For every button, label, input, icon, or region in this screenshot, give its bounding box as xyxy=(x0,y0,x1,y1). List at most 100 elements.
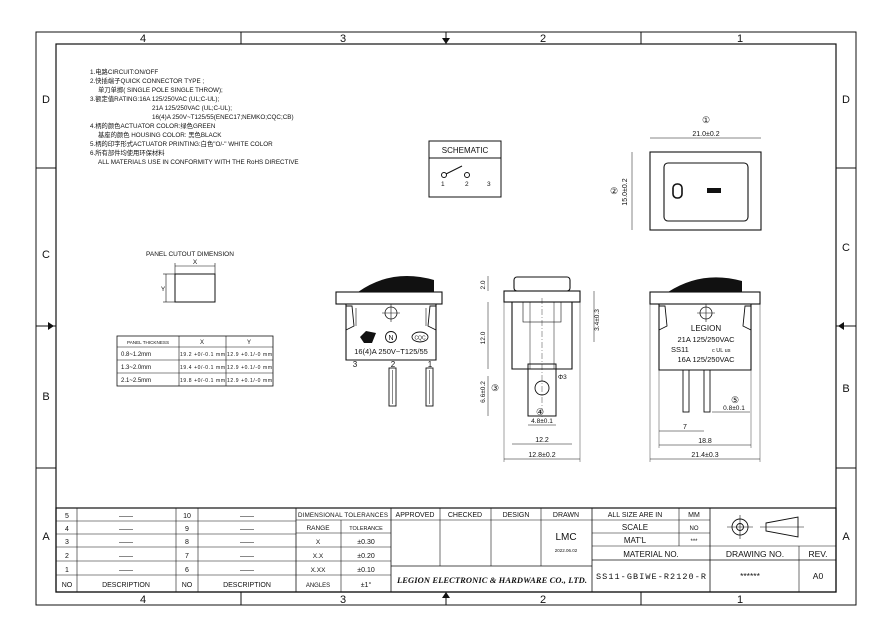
note-line: 3.额定值RATING:16A 125/250VAC (UL;C-UL); xyxy=(90,94,219,103)
balloon-3: ③ xyxy=(491,383,499,393)
dim-label: 18.8 xyxy=(698,438,712,445)
note-line: 6.所有部件均使用环保材料 xyxy=(90,148,165,157)
terminal xyxy=(703,369,711,413)
size-unit-label: ALL SIZE ARE IN xyxy=(608,512,663,519)
cutout-y-label: Y xyxy=(161,286,166,293)
drawing-no-label: DRAWING NO. xyxy=(726,549,784,559)
schematic-terminal-1 xyxy=(441,172,447,178)
revision-description: —— xyxy=(119,539,133,546)
snap-clip-right xyxy=(427,305,437,331)
title-block: 5 4 3 2 1 10 9 8 7 6 —— —— —— —— —— —— —… xyxy=(55,507,837,593)
revision-description: —— xyxy=(240,526,254,533)
revision-number: 7 xyxy=(185,553,189,560)
cqc-logo-icon xyxy=(411,331,429,343)
panel-thickness-table: PANEL THICKNESS X Y 0.8~1.2mm 19.2 +0/-0… xyxy=(116,335,274,387)
checked-label: CHECKED xyxy=(448,512,482,519)
drawn-date: 2022.06.02 xyxy=(555,548,578,553)
table-cell: 0.8~1.2mm xyxy=(121,352,151,358)
dim-label: 0.8±0.1 xyxy=(723,405,745,412)
balloon-5: ⑤ xyxy=(731,395,739,405)
side-actuator xyxy=(513,276,571,292)
schematic-title: SCHEMATIC xyxy=(442,146,489,155)
scale-value: NO xyxy=(690,526,699,532)
top-view: ① 21.0±0.2 ② 15.0±0.2 xyxy=(610,115,762,231)
schematic-pin-label: 3 xyxy=(487,181,491,188)
note-line: 16(4)A 250V~T125/55(ENEC17;NEMKO;CQC;CB) xyxy=(152,114,294,121)
terminal xyxy=(682,369,690,413)
table-cell: 1.3~2.0mm xyxy=(121,365,151,371)
description-header: DESCRIPTION xyxy=(223,582,271,589)
tolerance-header: TOLERANCE xyxy=(349,526,383,532)
tolerance-title: DIMENSIONAL TOLERANCES xyxy=(298,512,388,519)
drawn-by: LMC xyxy=(555,532,576,543)
schematic-pin-label: 2 xyxy=(465,181,469,188)
drawing-no: ****** xyxy=(740,571,761,581)
revision-description: —— xyxy=(240,567,254,574)
note-line: 1.电路CIRCUIT:ON/OFF xyxy=(90,67,158,76)
zone-bottom-3: 3 xyxy=(340,594,346,606)
tolerance-value: ±0.30 xyxy=(357,539,375,546)
nemko-logo-icon xyxy=(385,331,397,343)
revision-description: —— xyxy=(240,513,254,520)
revision-number: 4 xyxy=(65,526,69,533)
table-cell: 12.9 +0.1/-0 mm xyxy=(227,365,272,371)
design-label: DESIGN xyxy=(503,512,530,519)
approval-block: APPROVED CHECKED DESIGN DRAWN LMC 2022.0… xyxy=(391,508,593,592)
zone-left-c: C xyxy=(42,249,50,261)
zone-right-a: A xyxy=(842,531,850,543)
matl-label: MAT'L xyxy=(624,536,647,545)
tolerance-table: DIMENSIONAL TOLERANCES RANGE TOLERANCE X… xyxy=(296,508,392,592)
table-cell: 19.2 +0/-0.1 mm xyxy=(180,352,225,358)
revision-number: 3 xyxy=(65,539,69,546)
note-line: ALL MATERIALS USE IN CONFORMITY WITH THE… xyxy=(98,159,299,166)
dim-label: 6.6±0.2 xyxy=(480,381,487,403)
schematic-terminal-2 xyxy=(464,172,470,178)
front-pin-label: 3 xyxy=(353,360,358,369)
off-symbol-icon xyxy=(672,183,683,199)
revision-description: —— xyxy=(119,567,133,574)
panel-cutout-title: PANEL CUTOUT DIMENSION xyxy=(146,251,234,258)
center-mark-right-icon xyxy=(838,322,844,330)
front-pin-label: 2 xyxy=(391,360,396,369)
revision-description: —— xyxy=(240,553,254,560)
dim-label: Φ3 xyxy=(558,374,567,381)
top-actuator xyxy=(663,162,749,222)
housing-body xyxy=(345,304,437,361)
table-header: PANEL THICKNESS xyxy=(127,340,169,345)
note-line: 单刀单掷( SINGLE POLE SINGLE THROW); xyxy=(98,85,223,94)
cutout-rectangle xyxy=(174,273,216,303)
approved-label: APPROVED xyxy=(396,512,435,519)
balloon-4: ④ xyxy=(536,407,544,417)
zone-left-b: B xyxy=(42,391,49,403)
revision-table: 5 4 3 2 1 10 9 8 7 6 —— —— —— —— —— —— —… xyxy=(56,508,297,592)
balloon-1: ① xyxy=(702,115,710,125)
terminal xyxy=(388,367,397,407)
dim-label: 12.8±0.2 xyxy=(528,452,555,459)
back-rating: 21A 125/250VAC xyxy=(678,335,736,344)
table-cell: 19.8 +0/-0.1 mm xyxy=(180,378,225,384)
material-no-label: MATERIAL NO. xyxy=(623,550,679,559)
center-mark-top-icon xyxy=(442,38,450,44)
zone-bottom-1: 1 xyxy=(737,594,743,606)
revision-value: A0 xyxy=(813,571,824,581)
panel-cutout: PANEL CUTOUT DIMENSION X Y PANEL THICKNE… xyxy=(116,251,274,387)
zone-right-c: C xyxy=(842,242,850,254)
drawn-label: DRAWN xyxy=(553,512,579,519)
zone-top-2: 2 xyxy=(540,33,546,45)
zone-top-1: 1 xyxy=(737,33,743,45)
back-view: LEGION 21A 125/250VAC SS11 c UL us 16A 1… xyxy=(649,277,761,462)
dim-label: 2.0 xyxy=(480,280,487,289)
table-header: X xyxy=(200,340,204,346)
center-mark-bottom-icon xyxy=(442,592,450,598)
cutout-x-label: X xyxy=(193,259,198,266)
revision-number: 5 xyxy=(65,513,69,520)
material-no: SS11-GBIWE-R2120-R xyxy=(596,572,706,582)
dim-label: 12.2 xyxy=(535,437,549,444)
snap-clip-left xyxy=(345,305,355,331)
table-cell: 12.9 +0.1/-0 mm xyxy=(227,352,272,358)
zone-bottom-2: 2 xyxy=(540,594,546,606)
balloon-2: ② xyxy=(610,186,618,196)
zone-right-d: D xyxy=(842,94,850,106)
on-symbol-icon xyxy=(707,188,721,193)
